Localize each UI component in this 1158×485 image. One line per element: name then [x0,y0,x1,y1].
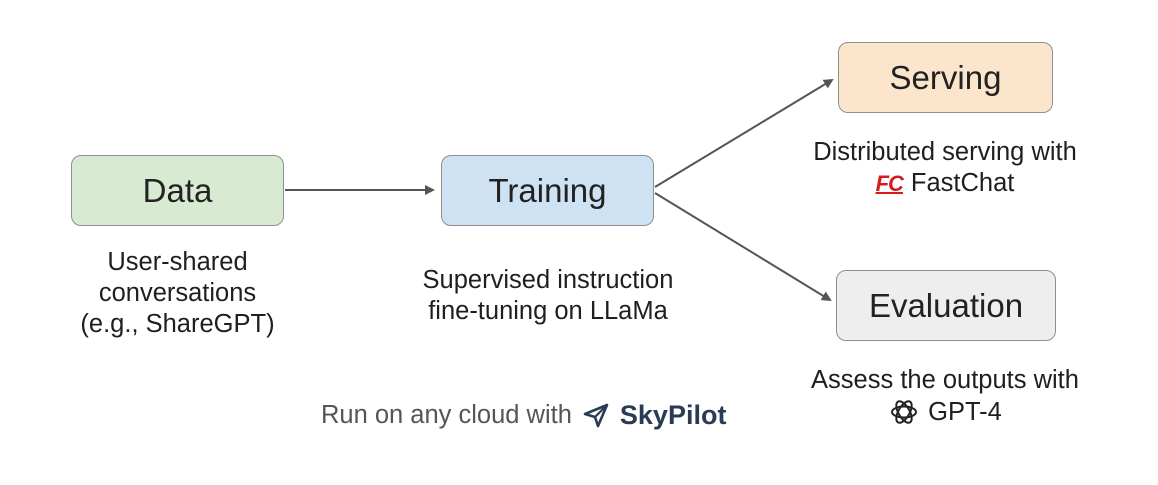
node-serving: Serving [838,42,1053,113]
fastchat-row: FC FastChat [770,168,1120,199]
training-caption-line: fine-tuning on LLaMa [428,297,668,325]
footer-text: Run on any cloud with [321,400,572,429]
fastchat-brand: FastChat [910,169,1015,197]
edge-training-to-serving [654,78,834,188]
edge-training-to-evaluation [654,192,832,302]
fastchat-logo-icon: FC [875,171,904,196]
serving-caption: Distributed serving with FC FastChat [770,137,1120,199]
openai-logo-icon [891,400,918,424]
skypilot-logo-icon [583,403,609,428]
skypilot-brand: SkyPilot [619,399,727,430]
evaluation-caption-line: Assess the outputs with [811,366,1079,394]
gpt-row: GPT-4 [770,396,1120,428]
gpt-brand: GPT-4 [928,397,1002,426]
training-caption-line: Supervised instruction [422,266,674,294]
data-caption: User-shared conversations (e.g., ShareGP… [40,247,315,340]
data-caption-line: conversations [98,279,257,307]
node-training: Training [441,155,654,226]
data-caption-line: User-shared [107,248,248,276]
node-evaluation: Evaluation [836,270,1056,341]
data-caption-line: (e.g., ShareGPT) [80,310,275,338]
node-data: Data [71,155,284,226]
serving-caption-line: Distributed serving with [813,138,1077,166]
training-caption: Supervised instruction fine-tuning on LL… [378,265,718,327]
evaluation-caption: Assess the outputs with GPT-4 [770,365,1120,428]
skypilot-footer: Run on any cloud with SkyPilot [321,397,726,433]
